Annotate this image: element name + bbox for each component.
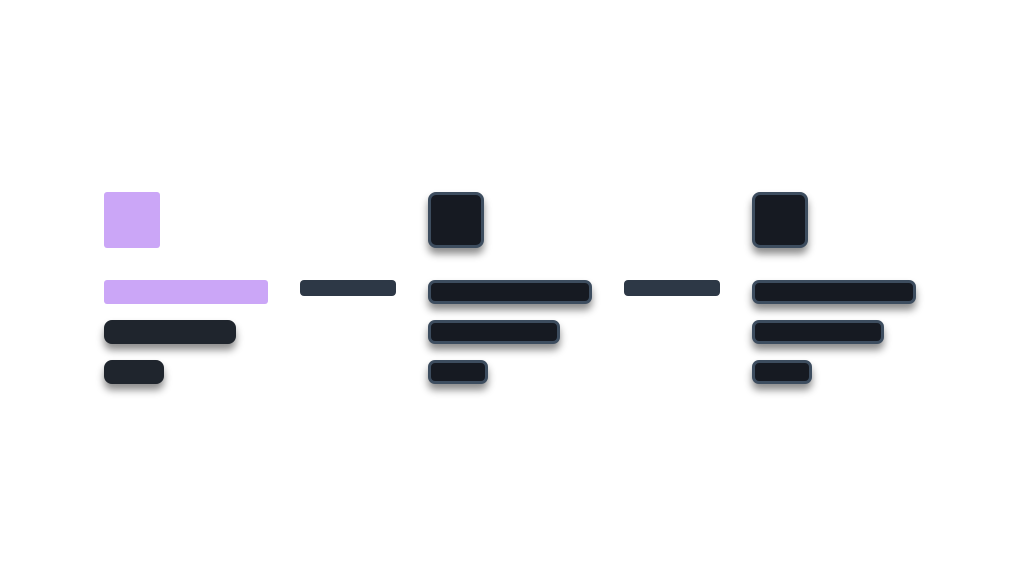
stage-1-label: Highlighted skeleton xyxy=(0,0,1,1)
connector-2-3 xyxy=(624,280,720,296)
stage-3-line-bar-1 xyxy=(752,320,884,344)
stage-3-line-bar-2 xyxy=(752,360,812,384)
stage-2-line-bar-2 xyxy=(428,360,488,384)
stage-2-line-bar-1 xyxy=(428,320,560,344)
stage-1-avatar-placeholder xyxy=(104,192,160,248)
stage-1-line-bar-2 xyxy=(104,360,164,384)
stage-3-title-bar xyxy=(752,280,916,304)
stage-2-title-bar xyxy=(428,280,592,304)
stage-2-label: Outlined skeleton xyxy=(0,0,1,1)
stage-1-line-bar-1 xyxy=(104,320,236,344)
diagram-title: Skeleton card state transition xyxy=(0,0,1,1)
stage-3-avatar-placeholder xyxy=(752,192,808,248)
stage-1-title-bar xyxy=(104,280,268,304)
connector-1-2 xyxy=(300,280,396,296)
stage-2-avatar-placeholder xyxy=(428,192,484,248)
stage-3-label: Outlined skeleton (final) xyxy=(0,0,1,1)
